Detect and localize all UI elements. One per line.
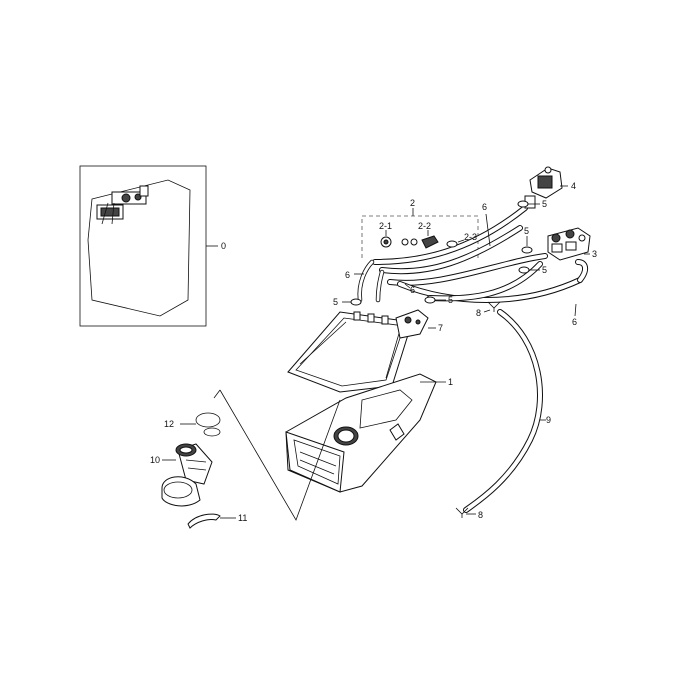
connector-2-1: 2-1 xyxy=(379,221,392,248)
connector-2-2: 2-2 xyxy=(401,221,439,249)
callout-12: 12 xyxy=(164,419,174,429)
clamp-icon: 5 xyxy=(517,199,547,209)
callout-8-a: 8 xyxy=(476,308,481,318)
callout-8-b: 8 xyxy=(478,510,483,520)
callout-7: 7 xyxy=(438,323,443,333)
callout-5-d: 5 xyxy=(333,297,338,307)
callout-2-3: 2-3 xyxy=(464,232,477,242)
callout-6-c: 6 xyxy=(410,285,415,295)
hoses xyxy=(357,205,588,303)
clamp-icon: 5 xyxy=(521,226,533,254)
group-2-box: 2 xyxy=(361,198,479,260)
callout-6-a: 6 xyxy=(482,202,487,212)
clamps-5: 5 5 5 5 5 xyxy=(333,199,547,307)
ring-part-12: 12 xyxy=(164,412,221,437)
connector-2-3: 2-3 xyxy=(446,232,477,248)
hose-callouts-6: 6 6 6 6 xyxy=(345,202,577,327)
module-part-icon xyxy=(96,185,149,225)
callout-5-c: 5 xyxy=(542,265,547,275)
callout-0: 0 xyxy=(221,241,226,251)
callout-6-d: 6 xyxy=(572,317,577,327)
callout-11: 11 xyxy=(238,513,247,523)
drain-hose-9: 9 8 8 xyxy=(455,301,551,520)
dispenser-housing-1: 7 1 xyxy=(285,309,453,493)
connector-parts: 2-1 2-2 2-3 xyxy=(379,221,477,249)
lower-left-parts: 12 10 11 xyxy=(150,389,341,529)
callout-3: 3 xyxy=(592,249,597,259)
callout-2: 2 xyxy=(410,198,415,208)
callout-9: 9 xyxy=(546,415,551,425)
clip-icon: 8 xyxy=(455,507,483,520)
inset-assembly-0: 0 xyxy=(79,165,226,327)
callout-5-a: 5 xyxy=(542,199,547,209)
callout-1: 1 xyxy=(448,377,453,387)
clip-icon: 8 xyxy=(476,301,501,318)
valve-part-4: 4 xyxy=(524,166,576,209)
callout-2-1: 2-1 xyxy=(379,221,392,231)
clamp-icon: 5 xyxy=(518,265,547,275)
callout-5-b: 5 xyxy=(524,226,529,236)
valve-part-3: 3 xyxy=(547,227,597,261)
bellows-part-10: 10 xyxy=(150,443,213,485)
callout-10: 10 xyxy=(150,455,160,465)
callout-2-2: 2-2 xyxy=(418,221,431,231)
callout-5-e: 5 xyxy=(448,295,453,305)
clamp-icon: 5 xyxy=(333,297,362,307)
clamp-icon: 5 xyxy=(424,295,453,305)
connector-part-7: 7 xyxy=(395,309,443,339)
callout-6-b: 6 xyxy=(345,270,350,280)
clamp-part-11: 11 xyxy=(187,513,247,529)
elbow-part xyxy=(161,476,201,507)
callout-4: 4 xyxy=(571,181,576,191)
